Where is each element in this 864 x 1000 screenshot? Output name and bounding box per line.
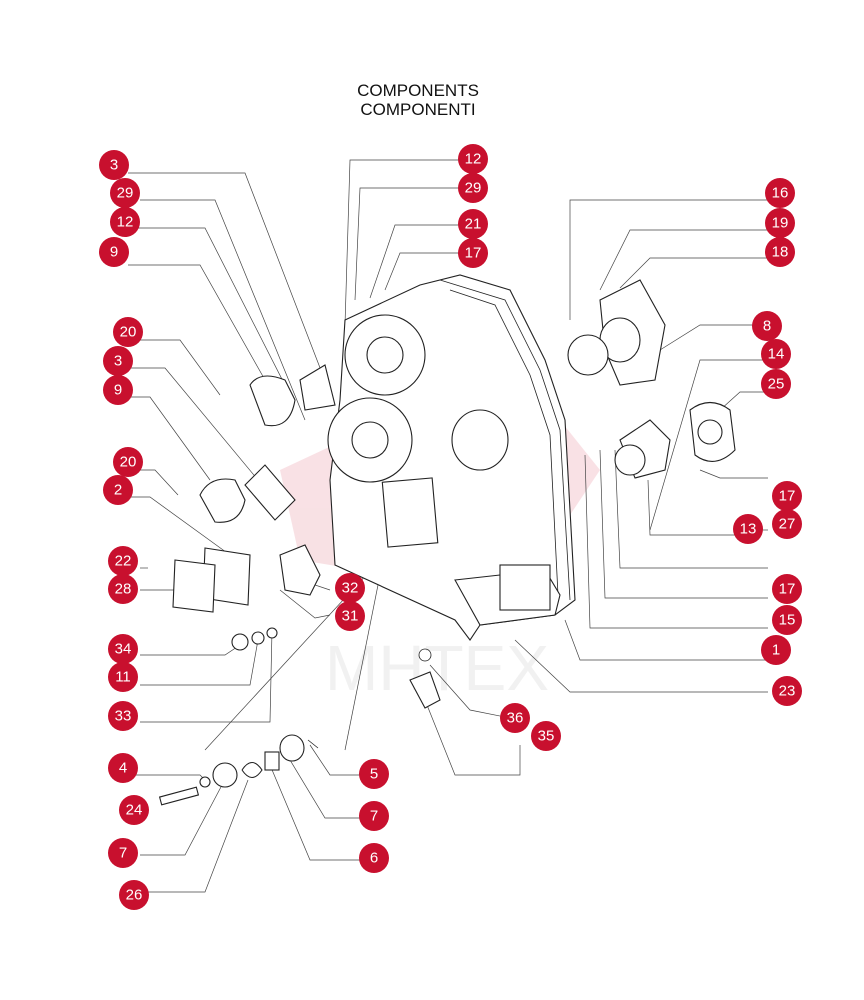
svg-text:4: 4: [119, 760, 127, 777]
svg-text:26: 26: [126, 887, 143, 904]
callout-32: 32: [335, 573, 365, 603]
title-english: COMPONENTS: [357, 81, 479, 100]
gearbox-housing: [327, 274, 576, 641]
callout-26: 26: [119, 880, 149, 910]
svg-text:2: 2: [114, 482, 122, 499]
callout-21: 21: [458, 209, 488, 239]
svg-text:34: 34: [115, 641, 132, 658]
callout-2: 2: [103, 475, 133, 505]
svg-text:27: 27: [779, 516, 796, 533]
svg-text:3: 3: [114, 353, 122, 370]
callout-23: 23: [772, 676, 802, 706]
callout-27: 27: [772, 509, 802, 539]
callout-18: 18: [765, 237, 795, 267]
svg-text:15: 15: [779, 612, 796, 629]
svg-text:23: 23: [779, 683, 796, 700]
callout-22: 22: [108, 546, 138, 576]
callout-29b: 29: [458, 173, 488, 203]
callout-15: 15: [772, 605, 802, 635]
callout-7b: 7: [359, 801, 389, 831]
svg-text:17: 17: [779, 488, 796, 505]
callout-17a: 17: [458, 238, 488, 268]
svg-text:36: 36: [507, 710, 524, 727]
svg-text:9: 9: [110, 244, 118, 261]
callout-31: 31: [335, 601, 365, 631]
callout-7a: 7: [108, 838, 138, 868]
svg-text:17: 17: [465, 245, 482, 262]
svg-text:31: 31: [342, 608, 359, 625]
callout-14: 14: [761, 339, 791, 369]
svg-text:11: 11: [115, 669, 131, 686]
callout-35: 35: [531, 721, 561, 751]
svg-text:29: 29: [117, 185, 134, 202]
svg-text:1: 1: [772, 642, 780, 659]
svg-text:17: 17: [779, 581, 796, 598]
callout-12a: 12: [110, 207, 140, 237]
svg-text:9: 9: [114, 382, 122, 399]
valve-parts: [158, 648, 441, 806]
svg-text:12: 12: [117, 214, 134, 231]
callout-20a: 20: [113, 317, 143, 347]
callout-29a: 29: [110, 178, 140, 208]
svg-text:28: 28: [115, 581, 132, 598]
callout-3b: 3: [103, 346, 133, 376]
svg-text:16: 16: [772, 185, 789, 202]
callout-20b: 20: [113, 447, 143, 477]
svg-text:24: 24: [126, 802, 143, 819]
svg-text:6: 6: [370, 850, 378, 867]
svg-text:25: 25: [768, 376, 785, 393]
callout-36: 36: [500, 703, 530, 733]
callout-1: 1: [761, 635, 791, 665]
cover-plates: [172, 364, 336, 651]
callout-5: 5: [359, 759, 389, 789]
svg-text:32: 32: [342, 580, 359, 597]
svg-text:13: 13: [740, 521, 757, 538]
svg-text:33: 33: [115, 708, 132, 725]
callout-9a: 9: [99, 237, 129, 267]
callout-3a: 3: [99, 150, 129, 180]
svg-text:22: 22: [115, 553, 132, 570]
callout-6: 6: [359, 843, 389, 873]
svg-text:18: 18: [772, 244, 789, 261]
svg-text:14: 14: [768, 346, 785, 363]
title-italian: COMPONENTI: [360, 100, 476, 119]
callout-9b: 9: [103, 375, 133, 405]
callout-28: 28: [108, 574, 138, 604]
svg-text:12: 12: [465, 151, 482, 168]
callout-25: 25: [761, 369, 791, 399]
svg-text:8: 8: [763, 318, 771, 335]
svg-text:7: 7: [370, 808, 378, 825]
callout-33: 33: [108, 701, 138, 731]
callout-13: 13: [733, 514, 763, 544]
callout-24: 24: [119, 795, 149, 825]
svg-text:35: 35: [538, 728, 555, 745]
callout-8: 8: [752, 311, 782, 341]
svg-text:7: 7: [119, 845, 127, 862]
callout-12b: 12: [458, 144, 488, 174]
callout-17c: 17: [772, 574, 802, 604]
callout-34: 34: [108, 634, 138, 664]
svg-text:29: 29: [465, 180, 482, 197]
svg-text:5: 5: [370, 766, 378, 783]
svg-text:19: 19: [772, 215, 789, 232]
callout-16: 16: [765, 178, 795, 208]
flanges: [567, 279, 736, 479]
svg-text:20: 20: [120, 324, 137, 341]
svg-text:3: 3: [110, 157, 118, 174]
svg-text:21: 21: [465, 216, 482, 233]
callout-17b: 17: [772, 481, 802, 511]
svg-text:20: 20: [120, 454, 137, 471]
callout-4: 4: [108, 753, 138, 783]
callout-11: 11: [108, 662, 138, 692]
callout-19: 19: [765, 208, 795, 238]
